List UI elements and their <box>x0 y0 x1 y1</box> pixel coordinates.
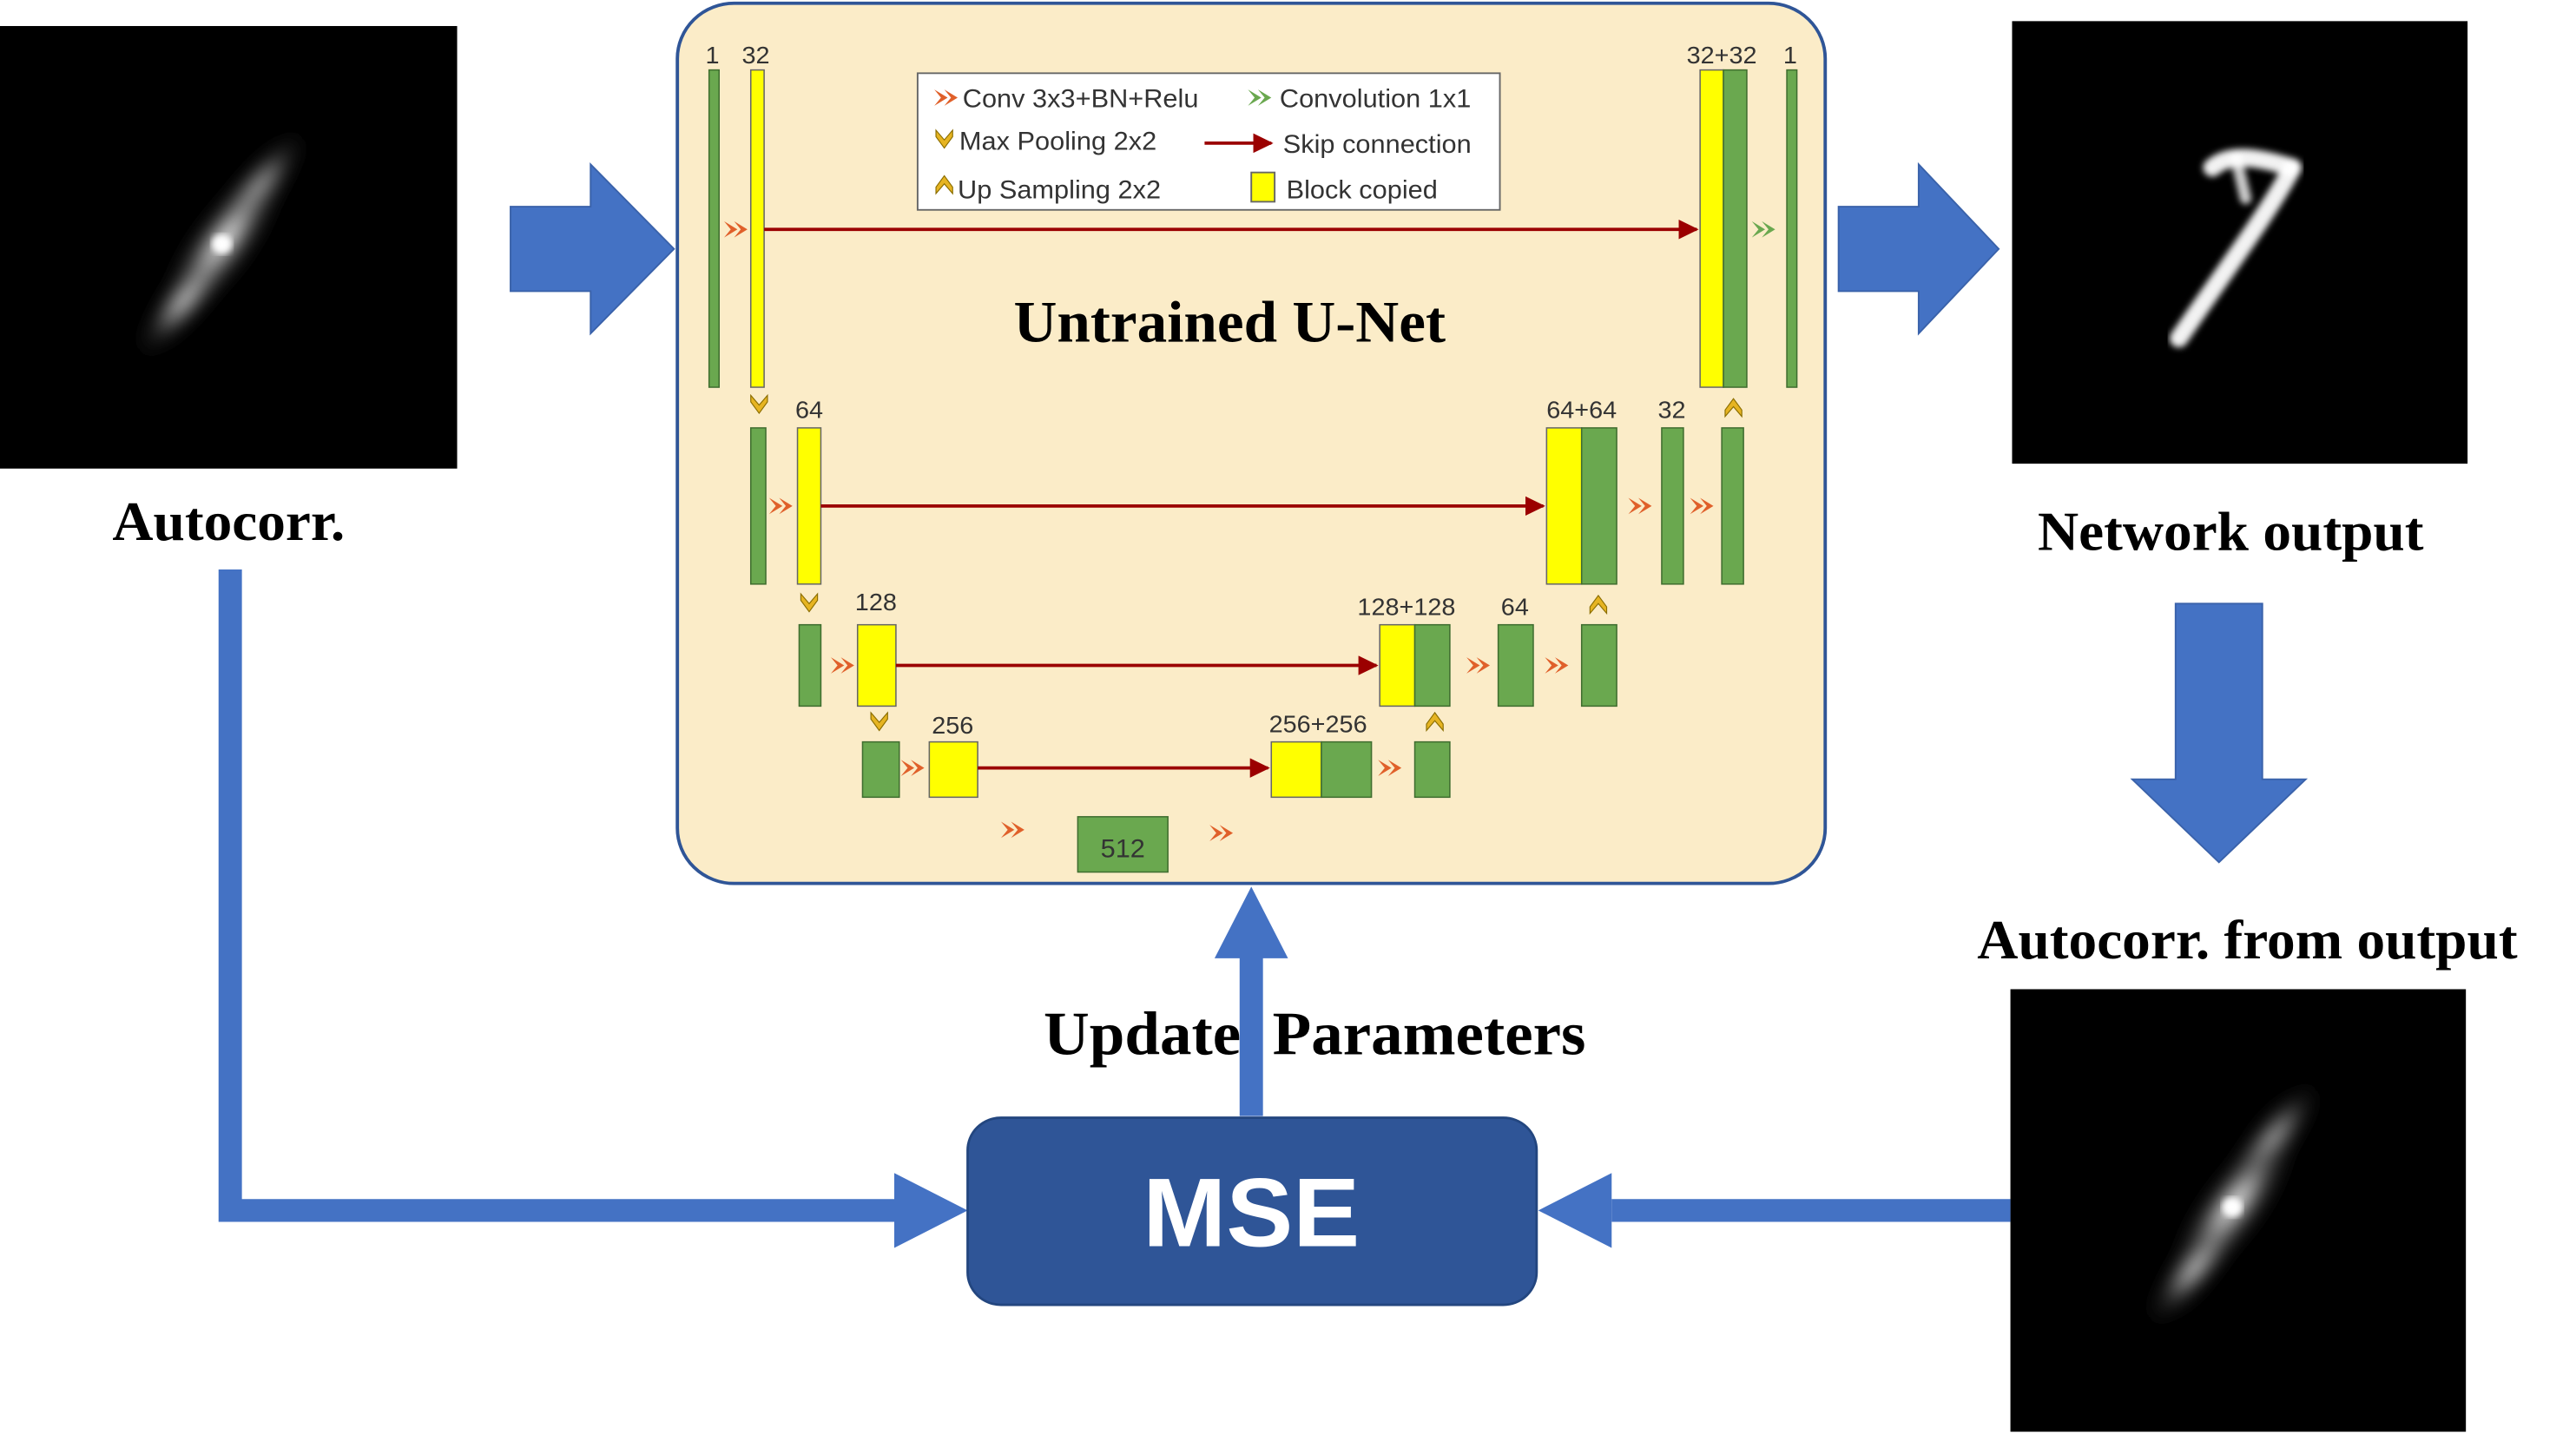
l3-pool-icon <box>870 711 888 732</box>
l0-cat-label: 32+32 <box>1687 42 1757 69</box>
mse-to-unet-line <box>1239 957 1263 1116</box>
input-caption: Autocorr. <box>112 490 345 552</box>
bottleneck-label: 512 <box>1101 835 1145 864</box>
l3-green-block <box>861 740 900 799</box>
l1-pool-icon <box>750 393 768 415</box>
unet-level-0: 1 32 32+32 1 <box>706 42 1798 388</box>
l0-cat-yellow <box>1699 69 1724 388</box>
legend-copied: Block copied <box>1287 176 1438 205</box>
output-to-autocorr-arrow <box>2130 602 2309 864</box>
l0-output-block <box>1786 69 1798 388</box>
l2-pool-icon <box>800 592 819 613</box>
mse-box <box>966 1116 1538 1306</box>
l3-upsample-icon <box>1426 711 1444 733</box>
l1-a-label: 64 <box>795 397 823 425</box>
mse-to-unet-arrowhead <box>1214 886 1288 958</box>
unet-panel <box>675 1 1828 885</box>
bottleneck-block <box>1077 816 1169 873</box>
upsample-legend-icon <box>935 174 953 195</box>
unet-level-2: 128 128+128 64 <box>798 589 1617 708</box>
autocorr-to-mse-line <box>1611 1199 2011 1222</box>
l1-conv-icon-2 <box>1628 497 1652 515</box>
l0-copied-block <box>749 69 765 388</box>
l2-cat-yellow <box>1379 623 1416 708</box>
l1-upsample-icon <box>1724 398 1743 418</box>
l2-green-block-3 <box>1580 623 1617 708</box>
output-autocorr-image <box>2010 989 2467 1432</box>
legend: Conv 3x3+BN+Relu Convolution 1x1 Max Poo… <box>916 72 1501 211</box>
l2-green-block <box>798 623 822 708</box>
l2-green-block-2 <box>1497 623 1534 708</box>
copied-legend-icon <box>1250 171 1276 203</box>
input-to-mse-arrowhead <box>893 1173 968 1248</box>
autocorr-to-mse-arrowhead <box>1538 1173 1612 1248</box>
unet-level-1: 64 64+64 32 <box>749 393 1744 585</box>
legend-maxpool: Max Pooling 2x2 <box>959 128 1156 156</box>
update-caption: Update Parameters <box>1044 999 1585 1068</box>
l1-cat-yellow <box>1545 427 1583 585</box>
l0-conv-icon <box>723 220 748 238</box>
l2-copied-block <box>856 623 897 708</box>
network-output-image <box>2012 21 2468 464</box>
legend-skip: Skip connection <box>1283 130 1472 159</box>
l3-a-label: 256 <box>932 713 973 740</box>
l2-a-label: 128 <box>855 589 897 616</box>
l2-cat-green <box>1413 623 1451 708</box>
l1-conv-icon <box>768 497 793 515</box>
unet-level-3: 256 256+256 <box>861 711 1451 799</box>
l0-out-label: 1 <box>1783 42 1797 69</box>
mse-label: MSE <box>1143 1159 1360 1267</box>
l1-b-label: 32 <box>1657 397 1685 425</box>
l1-copied-block <box>796 427 822 585</box>
l3-cat-yellow <box>1270 740 1322 799</box>
l3-cat-label: 256+256 <box>1269 711 1367 739</box>
maxpool-legend-icon <box>935 128 953 149</box>
legend-conv1x1: Convolution 1x1 <box>1280 85 1471 114</box>
l2-b-label: 64 <box>1501 594 1529 622</box>
output-caption: Network output <box>2038 500 2424 562</box>
l1-green-block-3 <box>1721 427 1744 585</box>
legend-conv: Conv 3x3+BN+Relu <box>963 85 1199 114</box>
input-to-unet-arrow <box>510 161 675 336</box>
l1-cat-label: 64+64 <box>1546 397 1617 425</box>
l0-cat-green <box>1723 69 1748 388</box>
output-autocorr-caption: Autocorr. from output <box>1977 909 2518 971</box>
legend-upsample: Up Sampling 2x2 <box>958 176 1161 205</box>
l0-input-block <box>708 69 720 388</box>
l0-a-label: 32 <box>741 42 769 69</box>
l3-copied-block <box>928 740 978 799</box>
input-autocorr-image <box>0 25 458 469</box>
l2-cat-label: 128+128 <box>1357 594 1455 622</box>
unet-to-output-arrow <box>1837 161 2000 336</box>
l0-in-label: 1 <box>706 42 720 69</box>
unet-title: Untrained U-Net <box>1013 289 1446 354</box>
unet-bottleneck: 512 <box>1000 816 1234 873</box>
l2-upsample-icon <box>1589 594 1608 615</box>
l3-cat-green <box>1321 740 1373 799</box>
l1-green-block-2 <box>1661 427 1684 585</box>
l1-cat-green <box>1580 427 1617 585</box>
l3-green-block-2 <box>1413 740 1451 799</box>
l0-conv1x1-icon <box>1751 220 1776 238</box>
l1-green-block <box>749 427 767 585</box>
